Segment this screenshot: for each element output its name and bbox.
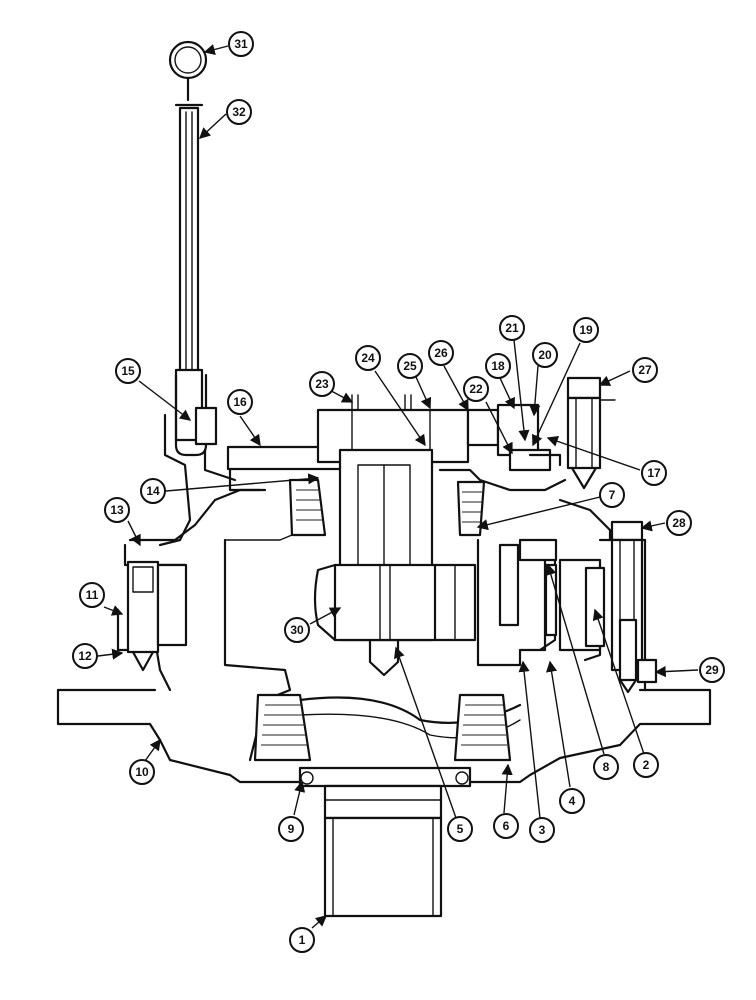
callout-24: 24 [355,345,381,371]
leader-lines [97,44,699,929]
svg-text:5: 5 [457,822,464,836]
callout-23: 23 [309,371,335,397]
right-planetary [476,538,606,667]
callout-4: 4 [559,788,585,814]
callout-29: 29 [699,657,725,683]
callout-15: 15 [115,358,141,384]
svg-text:21: 21 [505,321,519,335]
callout-25: 25 [397,353,423,379]
callout-30: 30 [284,617,310,643]
svg-text:8: 8 [603,760,610,774]
svg-text:10: 10 [135,765,149,779]
callout-32: 32 [226,99,252,125]
callout-2: 2 [633,752,659,778]
callout-26: 26 [428,340,454,366]
svg-text:13: 13 [110,503,124,517]
right-stud [610,520,658,694]
svg-text:20: 20 [538,348,552,362]
svg-text:16: 16 [233,395,247,409]
svg-text:24: 24 [361,351,375,365]
svg-text:29: 29 [705,663,719,677]
svg-text:3: 3 [539,823,546,837]
right-top-bolt [566,376,616,490]
callout-18: 18 [485,353,511,379]
svg-text:12: 12 [78,649,92,663]
output-shaft [298,766,472,918]
svg-text:23: 23 [315,377,329,391]
callout-5: 5 [447,816,473,842]
filler-tube [158,413,237,547]
svg-text:19: 19 [579,323,593,337]
callout-27: 27 [632,357,658,383]
svg-text:25: 25 [403,359,417,373]
callout-6: 6 [493,813,519,839]
svg-text:4: 4 [569,794,576,808]
callout-11: 11 [79,582,105,608]
callout-8: 8 [593,754,619,780]
svg-text:18: 18 [491,359,505,373]
callout-22: 22 [463,376,489,402]
callout-7: 7 [599,482,625,508]
svg-text:11: 11 [86,588,99,602]
svg-text:9: 9 [288,822,295,836]
svg-text:6: 6 [503,819,510,833]
svg-text:7: 7 [609,488,616,502]
svg-text:26: 26 [434,346,448,360]
callout-28: 28 [666,510,692,536]
callout-3: 3 [529,817,555,843]
svg-text:2: 2 [643,758,650,772]
lower-bearings [253,693,512,762]
svg-text:28: 28 [672,516,686,530]
callout-9: 9 [278,816,304,842]
central-shaft [313,448,477,677]
callout-19: 19 [573,317,599,343]
left-bolt-assembly [116,560,188,672]
svg-text:22: 22 [469,382,483,396]
dipstick [168,40,218,457]
callout-20: 20 [532,342,558,368]
callout-13: 13 [104,497,130,523]
svg-text:17: 17 [647,466,661,480]
callout-12: 12 [72,643,98,669]
callout-14: 14 [140,478,166,504]
svg-text:27: 27 [638,363,652,377]
callout-16: 16 [227,389,253,415]
callout-17: 17 [641,460,667,486]
callout-1: 1 [289,927,315,953]
callout-21: 21 [499,315,525,341]
svg-text:15: 15 [121,364,135,378]
svg-text:30: 30 [290,623,304,637]
callout-10: 10 [129,759,155,785]
svg-text:32: 32 [232,105,246,119]
svg-text:14: 14 [146,484,160,498]
svg-text:1: 1 [299,933,306,947]
svg-text:31: 31 [234,37,248,51]
callout-31: 31 [228,31,254,57]
